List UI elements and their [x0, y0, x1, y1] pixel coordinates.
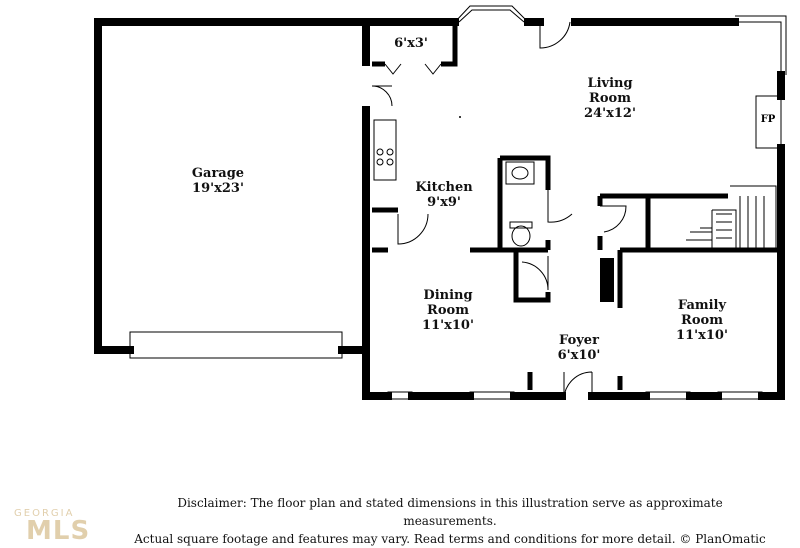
room-dim: 11'x10': [676, 328, 728, 343]
room-name: Kitchen: [415, 180, 473, 195]
pantry-wall: [441, 22, 458, 67]
garage-door: [129, 331, 343, 359]
window: [717, 391, 763, 400]
door-swing: [600, 205, 627, 233]
room-name: Garage: [191, 166, 245, 181]
stairs: [686, 185, 777, 250]
room-dim: 9'x9': [427, 195, 461, 210]
corner-window: [735, 15, 787, 75]
door-swing: [547, 190, 573, 223]
room-dim: 24'x12': [584, 106, 636, 121]
disclaimer: Disclaimer: The floor plan and stated di…: [130, 494, 770, 548]
room-name: Living Room: [587, 76, 633, 106]
pantry-label: 6'x3': [394, 36, 428, 51]
window: [645, 391, 691, 400]
bay-window: [454, 5, 529, 23]
garage-wall: [94, 18, 134, 354]
family-label: Family Room 11'x10': [667, 298, 737, 343]
door-swing: [397, 213, 429, 245]
column: [600, 258, 614, 302]
sink: [505, 161, 535, 185]
room-dim: 6'x10': [557, 348, 601, 363]
kitchen-counter: [373, 119, 397, 181]
fireplace-label: FP: [760, 114, 776, 125]
burner: [376, 148, 384, 156]
foyer-label: Foyer 6'x10': [558, 333, 601, 363]
watermark-top: GEORGIA: [14, 508, 75, 519]
room-name: Family Room: [677, 298, 727, 328]
toilet-tank: [509, 221, 533, 229]
toilet: [511, 225, 531, 247]
dining-label: Dining Room 11'x10': [413, 288, 483, 333]
door-swing: [371, 85, 393, 107]
door-swing: [539, 21, 571, 49]
door-swing: [563, 371, 593, 399]
garage-label: Garage 19'x23': [192, 166, 244, 196]
living-label: Living Room 24'x12': [575, 76, 645, 121]
exterior-wall: [362, 106, 392, 400]
window: [469, 391, 515, 400]
window: [387, 391, 413, 400]
closet-wall: [513, 250, 551, 303]
room-dim: 11'x10': [422, 318, 474, 333]
mls-watermark: GEORGIA MLS: [6, 506, 98, 546]
bath-wall: [500, 155, 551, 190]
disclaimer-line-2: Actual square footage and features may v…: [134, 532, 766, 546]
garage-wall: [94, 18, 370, 66]
disclaimer-line-1: Disclaimer: The floor plan and stated di…: [177, 496, 723, 528]
room-name: Dining Room: [423, 288, 473, 318]
door-swing: [521, 256, 549, 291]
room-dim: 6'x3': [394, 36, 428, 51]
room-name: Foyer: [559, 333, 599, 348]
pantry-door: [384, 63, 442, 75]
room-dim: 19'x23': [192, 181, 244, 196]
fireplace: [755, 95, 782, 149]
watermark-main: MLS: [26, 516, 91, 546]
kitchen-label: Kitchen 9'x9': [415, 180, 472, 210]
